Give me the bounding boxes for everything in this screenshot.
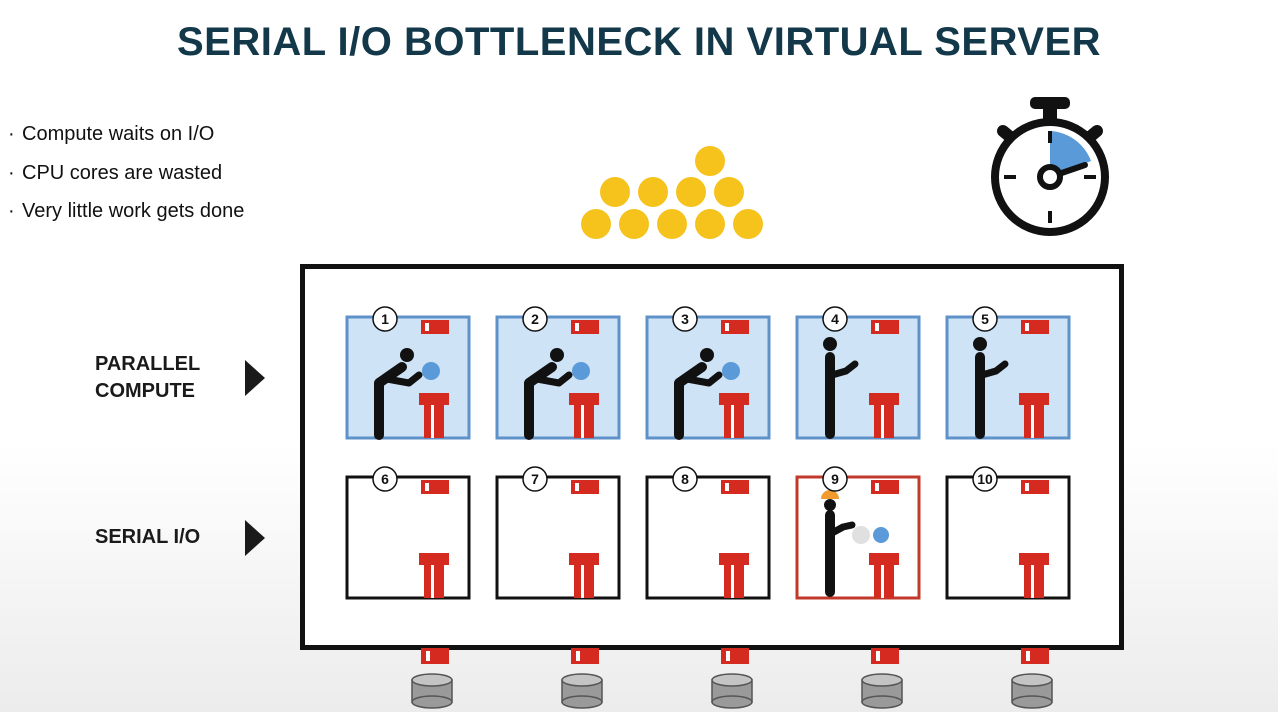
person-icon xyxy=(824,499,836,511)
storage-unit xyxy=(561,648,603,709)
cell-box xyxy=(795,315,921,440)
cell-number: 2 xyxy=(531,311,539,327)
pipe-icon xyxy=(869,393,899,405)
cell-number-badge xyxy=(972,466,998,492)
person-icon xyxy=(823,337,837,351)
storage-unit xyxy=(1011,648,1053,709)
cell-number: 10 xyxy=(977,471,993,487)
row-label-line: PARALLEL xyxy=(95,353,201,375)
cell-number: 8 xyxy=(681,471,689,487)
person-icon xyxy=(400,348,414,362)
play-arrow-icon xyxy=(245,360,265,396)
pipe-icon xyxy=(419,393,449,405)
pipe-icon xyxy=(871,648,899,664)
compute-cell: 3 xyxy=(645,306,771,440)
cell-number-badge xyxy=(822,466,848,492)
pipe-icon xyxy=(419,553,449,565)
cell-number: 7 xyxy=(531,471,539,487)
cell-number-badge xyxy=(672,306,698,332)
ball-icon xyxy=(722,362,740,380)
cell-number-badge xyxy=(522,466,548,492)
pipe-icon xyxy=(719,553,749,565)
ball-icon xyxy=(422,362,440,380)
bullet-item: ·CPU cores are wasted xyxy=(8,161,223,184)
pipe-icon xyxy=(571,648,599,664)
cell-number: 5 xyxy=(981,311,989,327)
cell-number-badge xyxy=(372,466,398,492)
person-icon xyxy=(550,348,564,362)
pipe-icon xyxy=(1019,553,1049,565)
helmet-icon xyxy=(821,490,839,499)
page-title: SERIAL I/O BOTTLENECK IN VIRTUAL SERVER xyxy=(176,20,1102,64)
bullet-item: ·Very little work gets done xyxy=(8,200,245,222)
io-cell: 7 xyxy=(495,466,621,600)
cell-box xyxy=(495,475,621,600)
pipe-icon xyxy=(1021,648,1049,664)
coins-icon xyxy=(581,146,763,239)
compute-cell: 4 xyxy=(795,306,921,440)
cell-box xyxy=(345,315,471,440)
ball-icon xyxy=(572,362,590,380)
cell-number: 1 xyxy=(381,311,389,327)
bullet-text: Compute waits on I/O xyxy=(22,123,215,145)
compute-cell: 1 xyxy=(345,306,471,440)
storage-unit xyxy=(711,648,753,709)
pipe-icon xyxy=(569,553,599,565)
cell-number: 6 xyxy=(381,471,389,487)
pipe-icon xyxy=(719,393,749,405)
storage-unit xyxy=(861,648,903,709)
cell-number-badge xyxy=(972,306,998,332)
person-icon xyxy=(973,337,987,351)
pipe-icon xyxy=(421,648,449,664)
pipe-icon xyxy=(569,393,599,405)
person-icon xyxy=(700,348,714,362)
bullet-text: CPU cores are wasted xyxy=(22,161,223,184)
cell-number: 4 xyxy=(831,311,839,327)
bullet-item: ·Compute waits on I/O xyxy=(8,123,215,145)
compute-cell: 5 xyxy=(945,306,1071,440)
compute-cell: 2 xyxy=(495,306,621,440)
row-label-line: COMPUTE xyxy=(95,380,195,402)
io-cell: 9 xyxy=(795,466,921,600)
cell-number: 3 xyxy=(681,311,689,327)
io-cell: 8 xyxy=(645,466,771,600)
parallel-compute-label: PARALLEL COMPUTE xyxy=(95,351,200,405)
cell-number-badge xyxy=(372,306,398,332)
bullet-text: Very little work gets done xyxy=(22,200,245,222)
pipe-icon xyxy=(1019,393,1049,405)
cell-number-badge xyxy=(522,306,548,332)
cell-number: 9 xyxy=(831,471,839,487)
cell-number-badge xyxy=(822,306,848,332)
stopwatch-icon xyxy=(991,97,1109,236)
cell-box xyxy=(945,475,1071,600)
bullet-list: ·Compute waits on I/O ·CPU cores are was… xyxy=(8,121,244,237)
cell-box xyxy=(645,475,771,600)
pipe-icon xyxy=(721,648,749,664)
io-cell: 6 xyxy=(345,466,471,600)
cell-number-badge xyxy=(672,466,698,492)
ball-icon xyxy=(873,527,889,543)
cell-box xyxy=(645,315,771,440)
cell-box xyxy=(945,315,1071,440)
cell-box xyxy=(495,315,621,440)
storage-unit xyxy=(411,648,453,709)
pipe-icon xyxy=(869,553,899,565)
cell-box xyxy=(345,475,471,600)
play-arrow-icon xyxy=(245,520,265,556)
io-cell: 10 xyxy=(945,466,1071,600)
serial-io-label: SERIAL I/O xyxy=(95,526,201,548)
